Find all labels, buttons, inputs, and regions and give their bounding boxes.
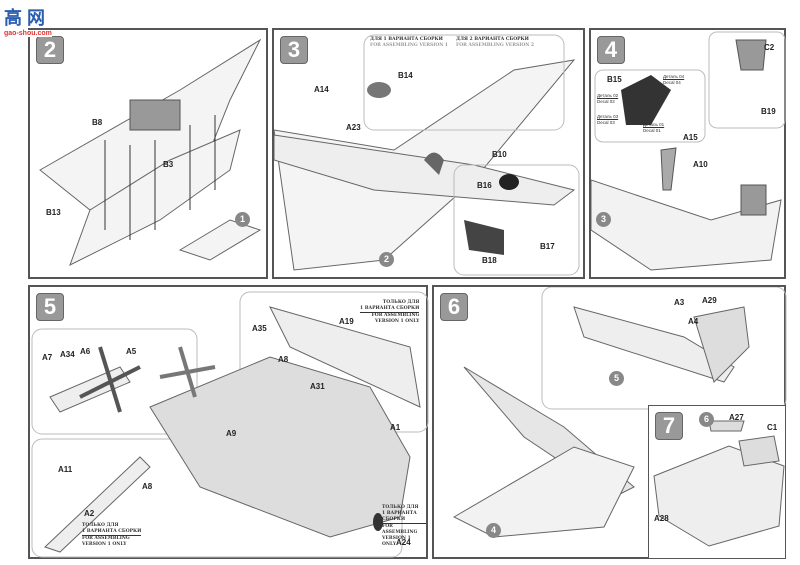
note-ru: 1 ВАРИАНТА СБОРКИ <box>382 511 426 524</box>
part-label: A1 <box>390 423 401 432</box>
note-en: VERSION 1 ONLY <box>82 542 127 547</box>
part-label: A29 <box>702 296 717 305</box>
note-ru: ТОЛЬКО ДЛЯ <box>382 300 420 305</box>
subassembly-marker: 5 <box>609 371 624 386</box>
step-6-drawing <box>452 287 787 538</box>
part-label: A15 <box>683 133 698 142</box>
note-ru: ТОЛЬКО ДЛЯ <box>382 505 419 510</box>
part-label: B14 <box>398 71 413 80</box>
note-en: VERSION 1 ONLY <box>374 319 420 324</box>
part-label: B8 <box>92 118 103 127</box>
part-label: A2 <box>84 509 95 518</box>
decal-en: Decal 04 <box>663 80 681 85</box>
logo-url: gao-shou.com <box>4 30 52 37</box>
part-label: A19 <box>339 317 354 326</box>
step-number: 5 <box>36 293 64 321</box>
part-label: A10 <box>693 160 708 169</box>
step-4-drawing <box>591 31 786 271</box>
decal-ru: Деталь 04 <box>663 74 685 79</box>
part-label: A27 <box>729 413 744 422</box>
variant-2-ru: ДЛЯ 2 ВАРИАНТА СБОРКИ <box>456 37 529 42</box>
step-number: 7 <box>655 412 683 440</box>
part-label: A35 <box>252 324 267 333</box>
note-en: VERSION 1 ONLY <box>382 536 411 547</box>
part-label: B3 <box>163 160 174 169</box>
part-label: C2 <box>764 43 775 52</box>
step-3-drawing <box>274 34 580 276</box>
step-7-panel: 7 A27 C1 A28 6 <box>648 405 786 559</box>
part-label: B19 <box>761 107 776 116</box>
part-label: B10 <box>492 150 507 159</box>
step-number: 6 <box>440 293 468 321</box>
part-label: A23 <box>346 123 361 132</box>
subassembly-marker: 1 <box>235 212 250 227</box>
decal-en: Decal 02 <box>597 99 615 104</box>
step-number: 2 <box>36 36 64 64</box>
variant-1-ru: ДЛЯ 1 ВАРИАНТА СБОРКИ <box>370 37 443 42</box>
subassembly-marker: 3 <box>596 212 611 227</box>
decal-en: Decal 01 <box>643 128 661 133</box>
decal-en: Decal 03 <box>597 120 615 125</box>
note-ru: ТОЛЬКО ДЛЯ <box>82 523 119 528</box>
part-label: A11 <box>58 465 73 474</box>
note-ru: 1 ВАРИАНТА СБОРКИ <box>82 529 142 536</box>
part-label: A8 <box>278 355 289 364</box>
watermark-logo: 高 网 gao-shou.com <box>4 4 52 37</box>
note-en: FOR ASSEMBLING <box>382 524 418 535</box>
part-label: A9 <box>226 429 237 438</box>
step-5-panel: 5 A35 A19 A8 A31 A1 A7 A34 A6 A5 A9 A11 … <box>28 285 429 559</box>
part-label: B17 <box>540 242 555 251</box>
part-label: A31 <box>310 382 325 391</box>
part-label: A8 <box>142 482 153 491</box>
subassembly-marker: 4 <box>486 523 501 538</box>
variant-2-en: FOR ASSEMBLING VERSION 2 <box>456 43 535 48</box>
step-2-drawing <box>39 38 262 267</box>
part-label: A34 <box>60 350 75 359</box>
part-label: B18 <box>482 256 497 265</box>
note-en: FOR ASSEMBLING <box>371 313 420 318</box>
subassembly-marker: 2 <box>379 252 394 267</box>
note-en: FOR ASSEMBLING <box>82 536 130 541</box>
part-label: A24 <box>396 538 411 547</box>
step-2-panel: 2 B8 B3 B13 1 <box>28 28 268 279</box>
logo-text: 高 网 <box>4 8 46 28</box>
part-label: A4 <box>688 317 699 326</box>
part-label: A14 <box>314 85 329 94</box>
part-label: A3 <box>674 298 685 307</box>
decal-ru: Деталь 03 <box>597 114 619 119</box>
part-label: A7 <box>42 353 53 362</box>
decal-ru: Деталь 02 <box>597 93 619 98</box>
part-label: A5 <box>126 347 137 356</box>
step-7-drawing <box>653 420 785 547</box>
step-number: 4 <box>597 36 625 64</box>
step-number: 3 <box>280 36 308 64</box>
part-label: A28 <box>654 514 669 523</box>
part-label: B13 <box>46 208 61 217</box>
note-ru: 1 ВАРИАНТА СБОРКИ <box>360 306 420 313</box>
decal-ru: Деталь 01 <box>643 122 665 127</box>
part-label: B15 <box>607 75 622 84</box>
part-label: C1 <box>767 423 778 432</box>
step-5-drawing <box>31 291 429 558</box>
part-label: A6 <box>80 347 91 356</box>
variant-1-en: FOR ASSEMBLING VERSION 1 <box>370 43 449 48</box>
subassembly-marker: 6 <box>699 412 714 427</box>
part-label: B16 <box>477 181 492 190</box>
